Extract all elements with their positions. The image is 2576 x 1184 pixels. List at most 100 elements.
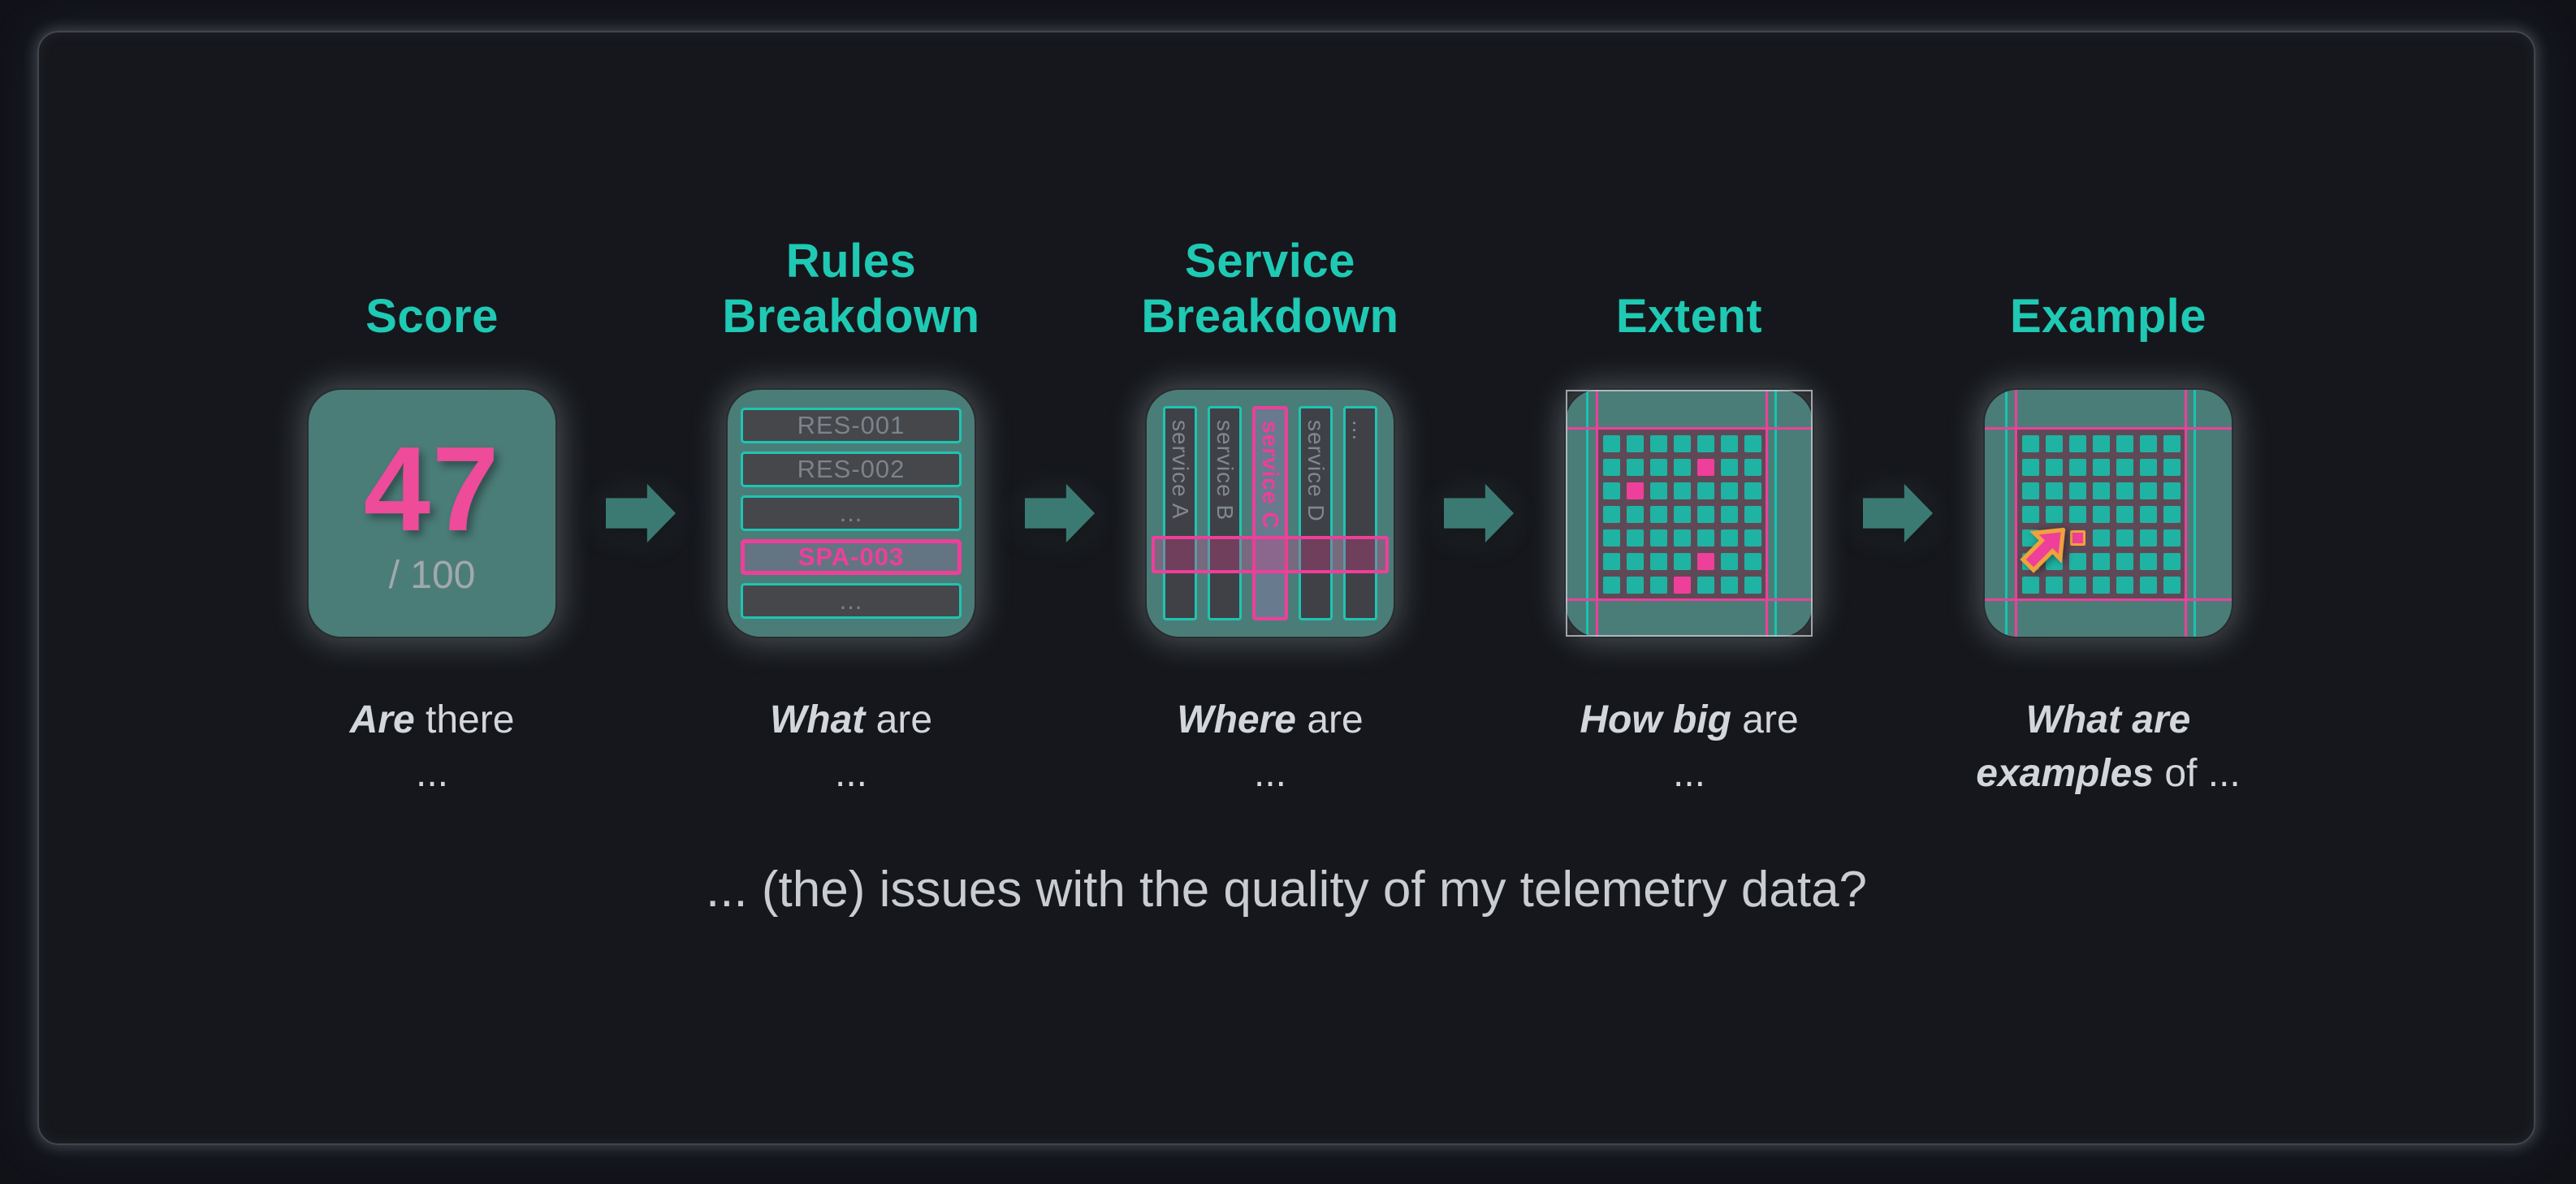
- grid-cell: [2139, 576, 2157, 594]
- caption-emphasis: What are examples: [1976, 698, 2191, 795]
- pointer-arrow-icon: [2020, 527, 2066, 573]
- grid-cell: [1673, 505, 1691, 523]
- grid-cell: [2092, 576, 2110, 594]
- flow-arrow: [606, 477, 676, 549]
- crop-line: [1596, 390, 1598, 637]
- example-tile: [1985, 390, 2232, 637]
- grid-cell: [1649, 552, 1667, 570]
- flow-arrow: [1444, 477, 1515, 549]
- service-tile: service A service B service C service D...: [1147, 390, 1394, 637]
- grid-cell: [2021, 576, 2039, 594]
- step-caption-rules: What are ...: [770, 694, 932, 801]
- grid-cell: [2139, 458, 2157, 476]
- grid-cell: [1626, 576, 1644, 594]
- grid-cell: [1696, 576, 1714, 594]
- score-denominator: / 100: [388, 553, 476, 597]
- score-value: 47: [363, 421, 501, 556]
- crop-line: [1774, 390, 1777, 637]
- grid-cell: [1744, 482, 1761, 499]
- grid-cell: [2021, 434, 2039, 452]
- slide-panel: Score 47 / 100 Are there ... Rules Break…: [37, 31, 2535, 1145]
- grid-cell: [2116, 529, 2133, 547]
- rule-row: ...: [741, 583, 962, 619]
- block-arrow-right-icon: [606, 483, 676, 543]
- grid-cell: [2068, 552, 2086, 570]
- step-title-service: Service Breakdown: [1141, 235, 1399, 343]
- grid-cell: [2116, 434, 2133, 452]
- service-label: service A: [1168, 420, 1193, 520]
- grid-cell: [1720, 434, 1738, 452]
- grid-cell: [2116, 552, 2133, 570]
- question-text: ... (the) issues with the quality of my …: [705, 862, 1868, 918]
- block-arrow-right-icon: [1025, 483, 1096, 543]
- crop-line: [2185, 390, 2187, 637]
- crop-line: [2005, 390, 2008, 637]
- step-caption-service: Where are ...: [1177, 694, 1363, 801]
- grid-cell: [2092, 529, 2110, 547]
- grid-cell: [1602, 552, 1620, 570]
- grid-cell-issue: [1696, 458, 1714, 476]
- caption-emphasis: What: [769, 698, 866, 741]
- grid-cell: [2045, 434, 2063, 452]
- example-tile-wrap: [1985, 390, 2232, 637]
- grid-cell: [2092, 552, 2110, 570]
- grid-cell: [1649, 458, 1667, 476]
- extent-tile: [1566, 390, 1813, 637]
- grid-cell: [2092, 482, 2110, 499]
- grid-cell: [1649, 505, 1667, 523]
- rule-row: RES-001: [741, 408, 962, 443]
- grid-cell: [1602, 576, 1620, 594]
- grid-cell: [1626, 505, 1644, 523]
- grid-cell: [1626, 552, 1644, 570]
- service-issue-band: [1152, 536, 1389, 573]
- highlighted-datapoint: [2069, 529, 2085, 546]
- caption-emphasis: Where: [1177, 698, 1296, 741]
- service-column-highlighted: service C: [1252, 406, 1288, 620]
- grid-cell: [1602, 434, 1620, 452]
- service-label: ...: [1348, 420, 1373, 442]
- grid-cell: [2092, 458, 2110, 476]
- grid-cell: [1744, 529, 1761, 547]
- grid-cell: [2045, 505, 2063, 523]
- block-arrow-right-icon: [1444, 483, 1515, 543]
- step-title-extent: Extent: [1615, 290, 1763, 343]
- extent-grid: [1602, 434, 1761, 594]
- grid-cell-issue: [1626, 482, 1644, 499]
- grid-cell: [1744, 552, 1761, 570]
- service-label: service D: [1303, 420, 1329, 522]
- grid-cell: [1744, 434, 1761, 452]
- score-tile: 47 / 100: [309, 390, 555, 637]
- grid-cell: [2116, 576, 2133, 594]
- grid-cell: [1649, 482, 1667, 499]
- service-label: service C: [1258, 421, 1283, 529]
- service-column: service B: [1208, 406, 1242, 620]
- pipeline-step-score: Score 47 / 100 Are there ...: [253, 32, 611, 801]
- grid-cell: [1626, 458, 1644, 476]
- extent-tile-wrap: [1566, 390, 1813, 637]
- caption-rest: are ...: [1672, 698, 1799, 795]
- caption-rest: are ...: [834, 698, 933, 795]
- grid-cell: [1602, 505, 1620, 523]
- grid-cell: [2045, 482, 2063, 499]
- grid-cell: [1720, 505, 1738, 523]
- step-title-score: Score: [365, 290, 499, 343]
- grid-cell: [1696, 434, 1714, 452]
- crop-line: [1586, 390, 1588, 637]
- pipeline-step-example: Example What are examples: [1930, 32, 2287, 801]
- grid-cell: [2139, 552, 2157, 570]
- grid-cell: [1744, 458, 1761, 476]
- grid-cell: [2068, 505, 2086, 523]
- grid-cell: [2068, 458, 2086, 476]
- grid-cell: [1696, 505, 1714, 523]
- grid-cell: [1720, 576, 1738, 594]
- grid-cell: [2116, 482, 2133, 499]
- grid-cell: [1602, 458, 1620, 476]
- grid-cell: [1673, 482, 1691, 499]
- grid-cell: [1673, 458, 1691, 476]
- block-arrow-right-icon: [1863, 483, 1934, 543]
- grid-cell: [1744, 505, 1761, 523]
- grid-cell: [2139, 529, 2157, 547]
- grid-cell: [2021, 482, 2039, 499]
- grid-cell-issue: [1696, 552, 1714, 570]
- caption-rest: of ...: [2154, 752, 2241, 795]
